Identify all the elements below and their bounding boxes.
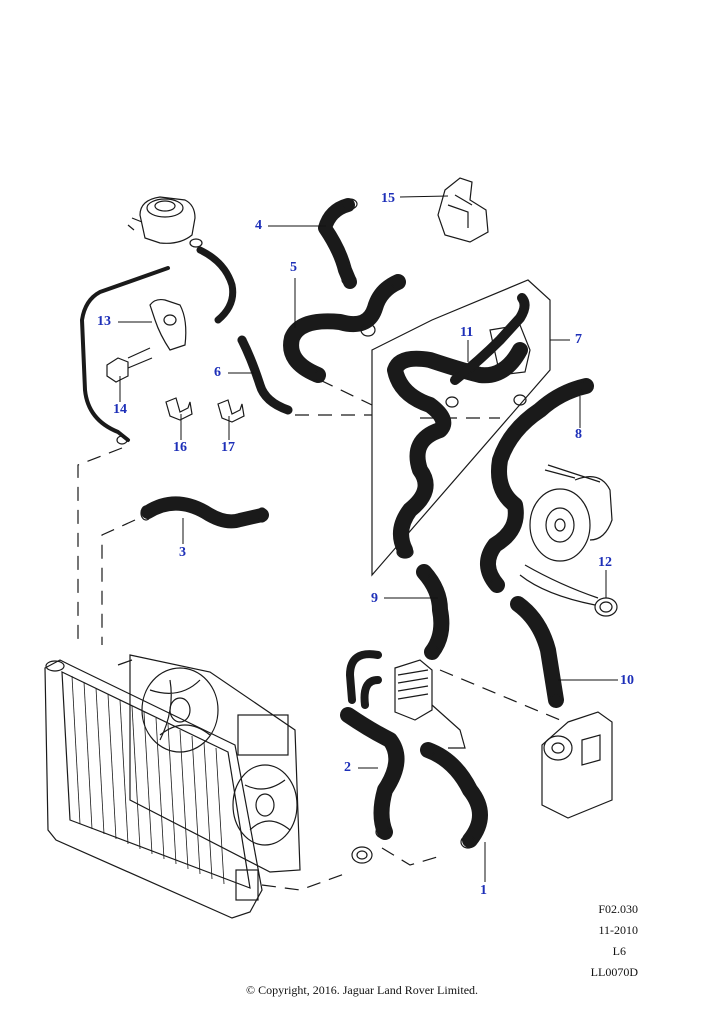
hose-4 <box>318 198 358 289</box>
hose-clip-17 <box>217 399 245 423</box>
copyright-notice: © Copyright, 2016. Jaguar Land Rover Lim… <box>245 983 479 997</box>
callout-1[interactable]: 1 <box>480 883 487 898</box>
bracket-clip <box>149 298 187 351</box>
hose-1 <box>420 742 488 849</box>
callout-4[interactable]: 4 <box>255 218 262 233</box>
bleed-pipe <box>80 266 170 445</box>
expansion-tank <box>127 196 237 324</box>
routing-lines <box>77 379 561 891</box>
callout-14[interactable]: 14 <box>113 402 127 417</box>
figure-code: F02.030 <box>598 902 638 916</box>
hose-3 <box>140 496 269 529</box>
illustration-id: LL0070D <box>590 965 638 979</box>
bolt <box>106 347 153 383</box>
callout-leaders <box>118 195 618 882</box>
hose-2 <box>340 650 405 840</box>
callout-17[interactable]: 17 <box>221 440 235 455</box>
pipe-6 <box>237 335 293 415</box>
hose-clip-16 <box>165 397 193 421</box>
hose-10 <box>510 596 564 708</box>
callout-11[interactable]: 11 <box>460 325 474 340</box>
callout-12[interactable]: 12 <box>598 555 612 570</box>
engine-pulley <box>529 464 613 562</box>
callout-2[interactable]: 2 <box>344 760 351 775</box>
callout-16[interactable]: 16 <box>173 440 187 455</box>
callout-13[interactable]: 13 <box>97 314 111 329</box>
hose-8 <box>480 378 594 593</box>
callout-6[interactable]: 6 <box>214 365 221 380</box>
callout-5[interactable]: 5 <box>290 260 297 275</box>
fan-shroud <box>117 654 301 873</box>
callout-10[interactable]: 10 <box>620 673 634 688</box>
callout-9[interactable]: 9 <box>371 591 378 606</box>
revision-date: 11-2010 <box>598 923 638 937</box>
callout-7[interactable]: 7 <box>575 332 582 347</box>
callout-15[interactable]: 15 <box>381 191 395 206</box>
hose-9 <box>416 564 450 660</box>
bracket-15 <box>437 177 489 243</box>
hose-assembly-7 <box>371 279 551 577</box>
engine-code: L6 <box>612 944 626 958</box>
callout-3[interactable]: 3 <box>179 545 186 560</box>
hose-clamp <box>351 846 373 864</box>
callout-8[interactable]: 8 <box>575 427 582 442</box>
hose-5 <box>283 274 406 383</box>
thermostat-housing <box>541 711 613 819</box>
oil-cooler <box>394 659 466 749</box>
radiator <box>44 659 263 919</box>
